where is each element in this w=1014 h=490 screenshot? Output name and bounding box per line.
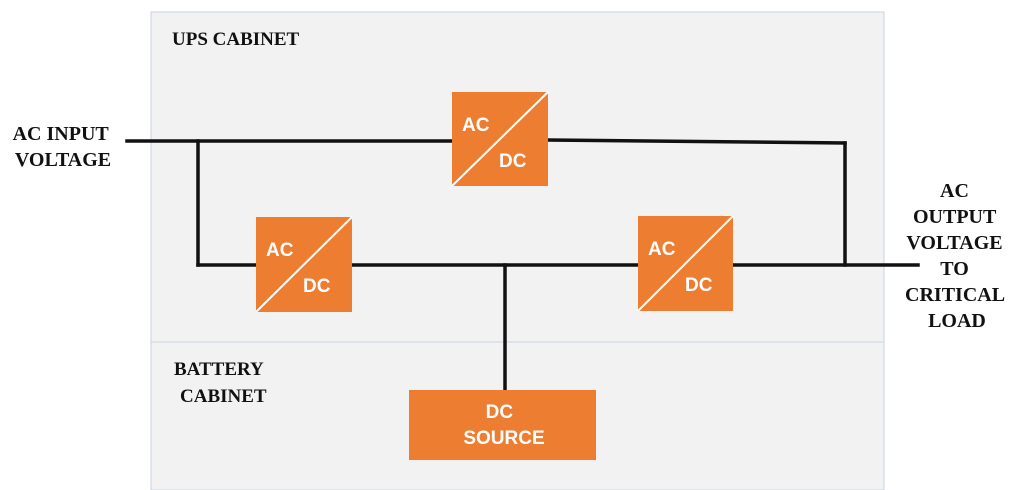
converter-right-ac-label: AC bbox=[648, 239, 676, 260]
ac-output-label: AC OUTPUT VOLTAGE TO CRITICAL LOAD bbox=[905, 180, 1009, 332]
wiring bbox=[125, 138, 920, 392]
battery-cabinet-label-line-1: BATTERY bbox=[174, 359, 264, 380]
ac-output-label-line-2: OUTPUT bbox=[913, 206, 997, 228]
converter-top-ac-label: AC bbox=[462, 115, 490, 136]
ac-output-label-line-4: TO bbox=[940, 258, 969, 280]
converter-left-diagonal bbox=[255, 216, 353, 313]
ac-input-label: AC INPUT VOLTAGE bbox=[13, 123, 114, 171]
dc-source-label: DC SOURCE bbox=[463, 402, 544, 449]
ac-output-label-line-5: CRITICAL bbox=[905, 284, 1005, 306]
converter-top: AC DC bbox=[451, 91, 549, 187]
battery-cabinet-label: BATTERY CABINET bbox=[174, 359, 268, 407]
ups-cabinet-label: UPS CABINET bbox=[172, 29, 300, 50]
converter-top-dc-label: DC bbox=[499, 151, 527, 172]
converter-right-dc-label: DC bbox=[685, 275, 713, 296]
converter-left: AC DC bbox=[255, 216, 353, 313]
dc-source-label-line-1: DC bbox=[486, 402, 514, 423]
converter-left-ac-label: AC bbox=[266, 240, 294, 261]
battery-cabinet-label-line-2: CABINET bbox=[180, 386, 267, 407]
ac-input-label-line-2: VOLTAGE bbox=[15, 149, 111, 171]
dc-source: DC SOURCE bbox=[409, 390, 596, 460]
converter-right: AC DC bbox=[637, 215, 734, 312]
converter-left-dc-label: DC bbox=[303, 276, 331, 297]
bypass-output-wire bbox=[546, 138, 847, 145]
ac-output-label-line-1: AC bbox=[940, 180, 969, 202]
ac-output-label-line-3: VOLTAGE bbox=[906, 232, 1002, 254]
ac-input-label-line-1: AC INPUT bbox=[13, 123, 110, 145]
dc-source-label-line-2: SOURCE bbox=[463, 428, 544, 449]
dc-source-box bbox=[409, 390, 596, 460]
converter-right-diagonal bbox=[637, 215, 734, 312]
ac-output-label-line-6: LOAD bbox=[928, 310, 986, 332]
converter-top-diagonal bbox=[451, 91, 549, 187]
